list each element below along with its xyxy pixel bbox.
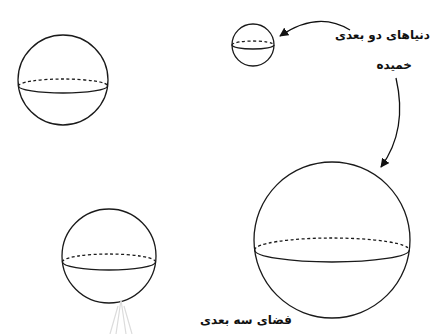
figure-label: دنیاهای دو بعدی xyxy=(335,28,430,42)
sphere-equator-back xyxy=(232,41,274,45)
figure-label: خمیده xyxy=(376,58,412,72)
sphere-outline xyxy=(18,35,108,125)
sphere-outline xyxy=(62,209,156,303)
sphere-outline xyxy=(232,24,274,66)
sphere-outline xyxy=(254,162,410,318)
sphere-equator-back xyxy=(255,238,410,250)
watermark-mark xyxy=(116,300,126,334)
figure-label: فضای سه بعدی xyxy=(200,313,292,327)
sphere-equator-front xyxy=(62,262,155,270)
sphere-equator-front xyxy=(255,250,410,262)
sphere-equator-front xyxy=(232,45,274,49)
sphere-equator-back xyxy=(62,254,155,262)
sphere-equator-front xyxy=(18,86,107,93)
leader-arrow xyxy=(381,78,400,167)
sphere-equator-back xyxy=(18,79,107,86)
watermark-mark xyxy=(110,306,132,334)
